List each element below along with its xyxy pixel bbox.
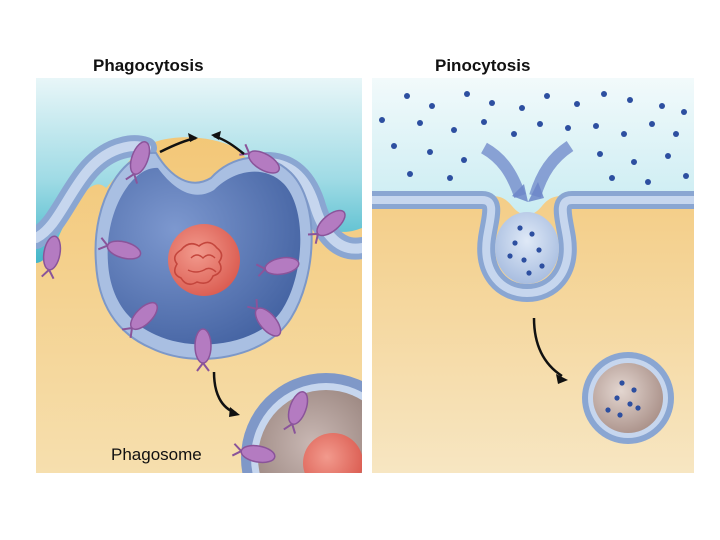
bacterium [247,298,282,337]
phagosome [231,373,362,473]
phagocytosis-panel [36,78,362,473]
extracellular-fluid [372,78,694,215]
pinocytosis-illustration [372,78,694,473]
bacterium [194,328,212,372]
extracellular-fluid [36,78,362,263]
solute-molecules [379,91,689,276]
phagosome-label: Phagosome [111,445,202,464]
vesicle-arrow [532,317,563,378]
pinocytic-vesicle [582,352,674,444]
bacterium [255,256,300,277]
bacterium [239,143,281,174]
phagocytosis-illustration [36,78,362,473]
bacterium [125,141,151,184]
pinocytosis-title: Pinocytosis [435,56,531,75]
phagocytosis-title: Phagocytosis [93,56,204,75]
food-particle [168,224,240,296]
bacterium [97,237,142,260]
pinocytosis-panel [372,78,694,473]
bacterium [307,209,346,244]
bacterium [121,301,159,339]
bacterium [41,235,62,280]
